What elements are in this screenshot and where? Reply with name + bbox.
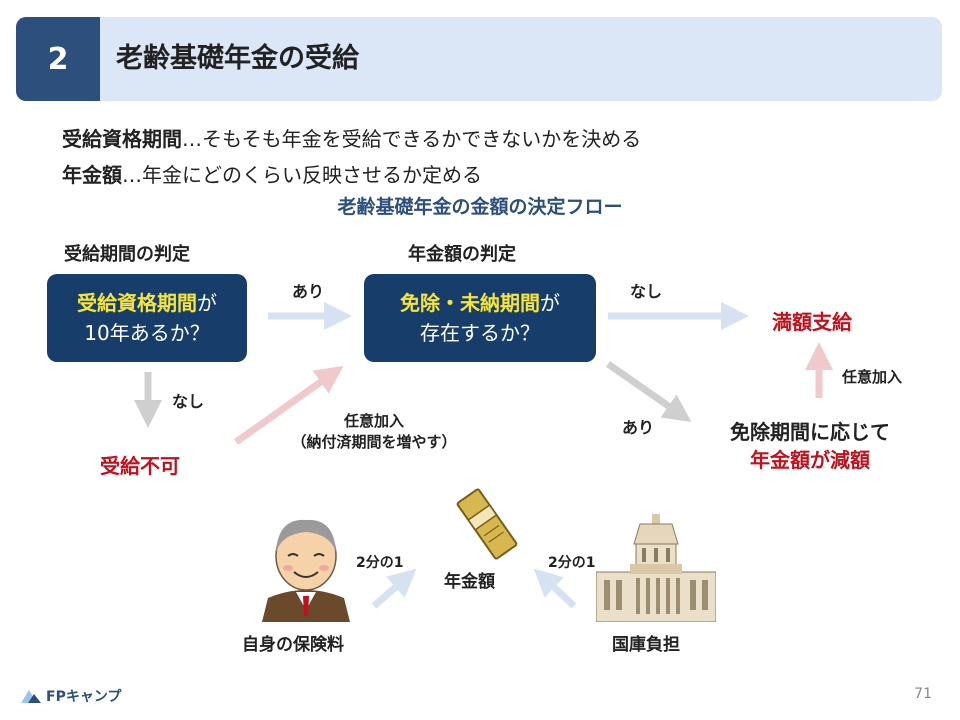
box2-highlight: 免除・未納期間 [400, 291, 540, 315]
page-number: 71 [914, 686, 932, 702]
voluntary-label-1-main: 任意加入 [343, 412, 404, 430]
col2-heading: 年金額の判定 [408, 244, 516, 265]
label-nashi-1: なし [172, 392, 205, 411]
diet-building-icon [596, 514, 716, 622]
result-not-eligible: 受給不可 [100, 454, 180, 478]
section-number: 2 [16, 17, 100, 101]
arrow-national-to-pension [533, 568, 577, 609]
arrow-self-to-pension [371, 568, 417, 609]
col1-heading: 受給期間の判定 [64, 244, 190, 265]
label-ari-1: あり [292, 282, 325, 301]
money-bundle-icon [456, 488, 518, 560]
decision-box-exemption: 免除・未納期間が 存在するか？ [364, 274, 596, 362]
label-nashi-2: なし [630, 282, 663, 301]
result-reduced-line2: 年金額が減額 [750, 448, 870, 472]
pension-amount-label: 年金額 [444, 572, 495, 592]
logo-text: FPキャンプ [46, 689, 122, 705]
result-reduced-line1: 免除期間に応じて [730, 420, 890, 444]
box2-suffix: が [540, 291, 560, 315]
intro-term-2: 年金額 [62, 163, 122, 187]
fp-camp-logo: FPキャンプ [20, 686, 121, 706]
intro-line-2: 年金額…年金にどのくらい反映させるか定める [62, 159, 482, 188]
box1-suffix: が [197, 291, 217, 315]
self-premium-label: 自身の保険料 [242, 635, 344, 655]
national-treasury-label: 国庫負担 [612, 635, 680, 655]
voluntary-label-1-sub: （納付済期間を増やす） [291, 433, 457, 451]
result-reduced: 免除期間に応じて 年金額が減額 [712, 418, 908, 474]
voluntary-label-1: 任意加入 （納付済期間を増やす） [284, 410, 464, 452]
arrow-not-eligible-to-box2 [233, 365, 344, 445]
intro-line-1: 受給資格期間…そもそも年金を受給できるかできないかを決める [62, 123, 641, 152]
decision-box-eligibility: 受給資格期間が 10年あるか？ [47, 274, 247, 362]
header-band: 2 老齢基礎年金の受給 [16, 17, 942, 101]
page-title: 老齢基礎年金の受給 [116, 43, 359, 74]
label-ari-2: あり [622, 418, 655, 437]
flow-title: 老齢基礎年金の金額の決定フロー [337, 196, 623, 218]
voluntary-label-2: 任意加入 [842, 368, 903, 386]
intro-term-1: 受給資格期間 [62, 127, 182, 151]
half-left-label: 2分の1 [356, 555, 404, 571]
result-full-payment: 満額支給 [772, 310, 852, 334]
half-right-label: 2分の1 [548, 555, 596, 571]
box1-line2: 10年あるか？ [84, 321, 210, 345]
logo-mark-icon [21, 690, 41, 703]
arrow-box2-to-reduced [606, 361, 692, 422]
elderly-man-icon [262, 519, 350, 622]
intro-text-1: …そもそも年金を受給できるかできないかを決める [182, 127, 642, 151]
box2-line2: 存在するか？ [420, 321, 540, 345]
box1-highlight: 受給資格期間 [77, 291, 197, 315]
intro-text-2: …年金にどのくらい反映させるか定める [122, 163, 482, 187]
